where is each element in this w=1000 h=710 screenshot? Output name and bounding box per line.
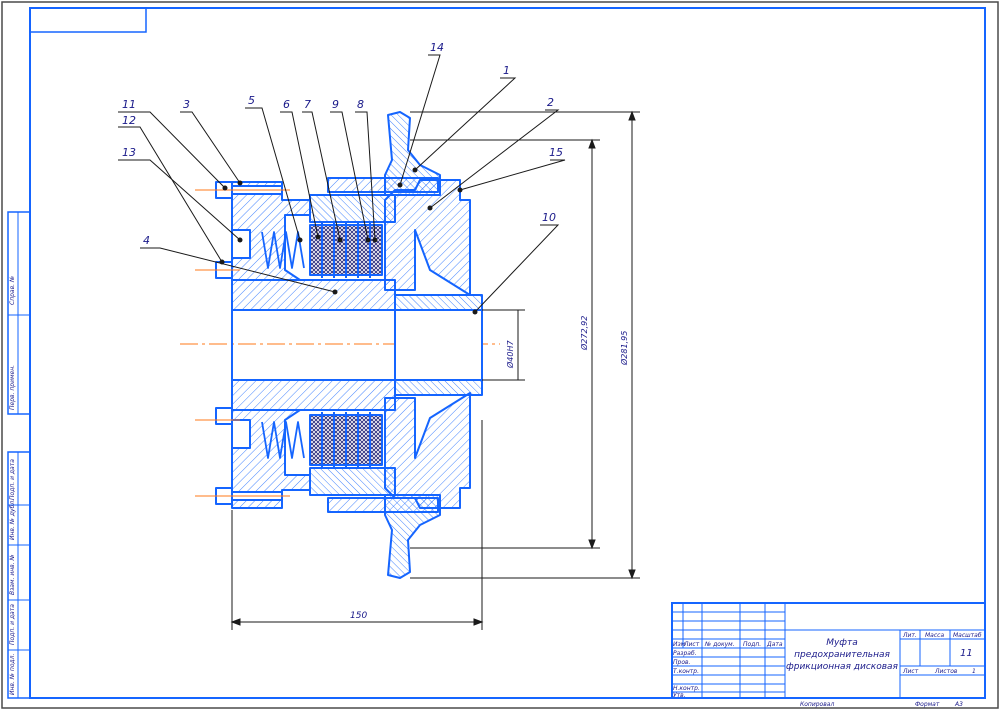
side-label-1: Перв. примен.: [9, 365, 16, 410]
col-header-2: № докум.: [704, 641, 735, 648]
callout-4: 4: [143, 234, 150, 247]
dim-diameter-2: Ø281,95: [619, 331, 629, 366]
col-header-4: Дата: [766, 641, 783, 648]
col-header-3: Подп.: [743, 641, 761, 648]
dim-diameter-1: Ø272,92: [579, 316, 589, 351]
bolt-axes: [195, 189, 290, 497]
corner-box: [29, 7, 147, 33]
ring-upper: [327, 177, 439, 193]
leader-dots: [219, 167, 478, 315]
dim-length: 150: [350, 611, 367, 621]
disk-plates-upper: [321, 222, 371, 278]
right-header-1: Масса: [925, 632, 944, 639]
side-label-4: Инв. № дубл.: [9, 499, 16, 540]
title-line-2: предохранительная: [794, 650, 890, 660]
col-header-0: Изм: [673, 641, 686, 648]
title-line-1: Муфта: [826, 638, 858, 648]
callout-5: 5: [248, 94, 255, 107]
title-block: Изм Лист № докум. Подп. Дата Разраб. Про…: [671, 602, 986, 708]
side-label-2: Справ. №: [9, 276, 16, 305]
disk-plates-lower: [321, 412, 371, 468]
spring-upper: [261, 231, 305, 269]
callout-labels: 11 12 13 3 4 5 6 7 9 8 14 1 2 15 10: [122, 41, 563, 247]
format: A3: [954, 701, 963, 708]
flange-lower: [384, 494, 441, 579]
drum-lower: [309, 467, 396, 496]
hub-upper: [384, 179, 471, 296]
sleeve-lower: [231, 379, 396, 411]
side-label-7: Инв. № подл.: [9, 654, 16, 695]
callout-8: 8: [357, 98, 364, 111]
sleeve-upper: [231, 279, 396, 311]
ring-lower: [327, 497, 439, 513]
hub-bore: [394, 309, 483, 381]
spring-lower: [261, 421, 305, 459]
dimensions: [230, 110, 640, 630]
row-label-0: Разраб.: [673, 650, 697, 657]
side-label-6: Подп. и дата: [9, 604, 16, 645]
footer-left: Копировал: [800, 701, 834, 708]
right-header-0: Лит.: [902, 632, 917, 639]
row-label-4: Н.контр.: [673, 685, 700, 692]
sheets-count: 1: [972, 668, 976, 675]
col-header-1: Лист: [683, 641, 700, 648]
callout-2: 2: [547, 96, 554, 109]
side-label-3: Подп. и дата: [9, 459, 16, 500]
sheet-number: 11: [960, 648, 973, 659]
callout-6: 6: [283, 98, 290, 111]
callout-11: 11: [122, 98, 136, 111]
callout-10: 10: [542, 211, 556, 224]
callout-9: 9: [332, 98, 339, 111]
callout-14: 14: [430, 41, 444, 54]
coupling-section: [180, 111, 500, 579]
side-label-5: Взам. инв. №: [9, 554, 16, 595]
row-label-2: Т.контр.: [673, 668, 699, 675]
callout-3: 3: [183, 98, 190, 111]
hub-lower: [384, 392, 471, 509]
side-strip: Перв. примен. Справ. № Подп. и дата Инв.…: [7, 211, 31, 699]
row-label-1: Пров.: [673, 659, 691, 666]
leaders: [118, 54, 566, 313]
callout-7: 7: [304, 98, 311, 111]
callout-12: 12: [122, 114, 136, 127]
drum-upper: [309, 194, 396, 223]
flange-upper: [384, 111, 441, 196]
footer-right: Формат: [915, 701, 940, 708]
dim-bore: Ø40H7: [505, 340, 515, 369]
right-header-2: Масштаб: [953, 632, 982, 639]
sheets-label: Листов: [934, 668, 958, 675]
row-label-5: Утв.: [673, 692, 686, 699]
sheet-label: Лист: [902, 668, 919, 675]
callout-13: 13: [122, 146, 136, 159]
callout-15: 15: [549, 146, 563, 159]
title-line-3: фрикционная дисковая: [786, 662, 899, 672]
callout-1: 1: [503, 64, 510, 77]
